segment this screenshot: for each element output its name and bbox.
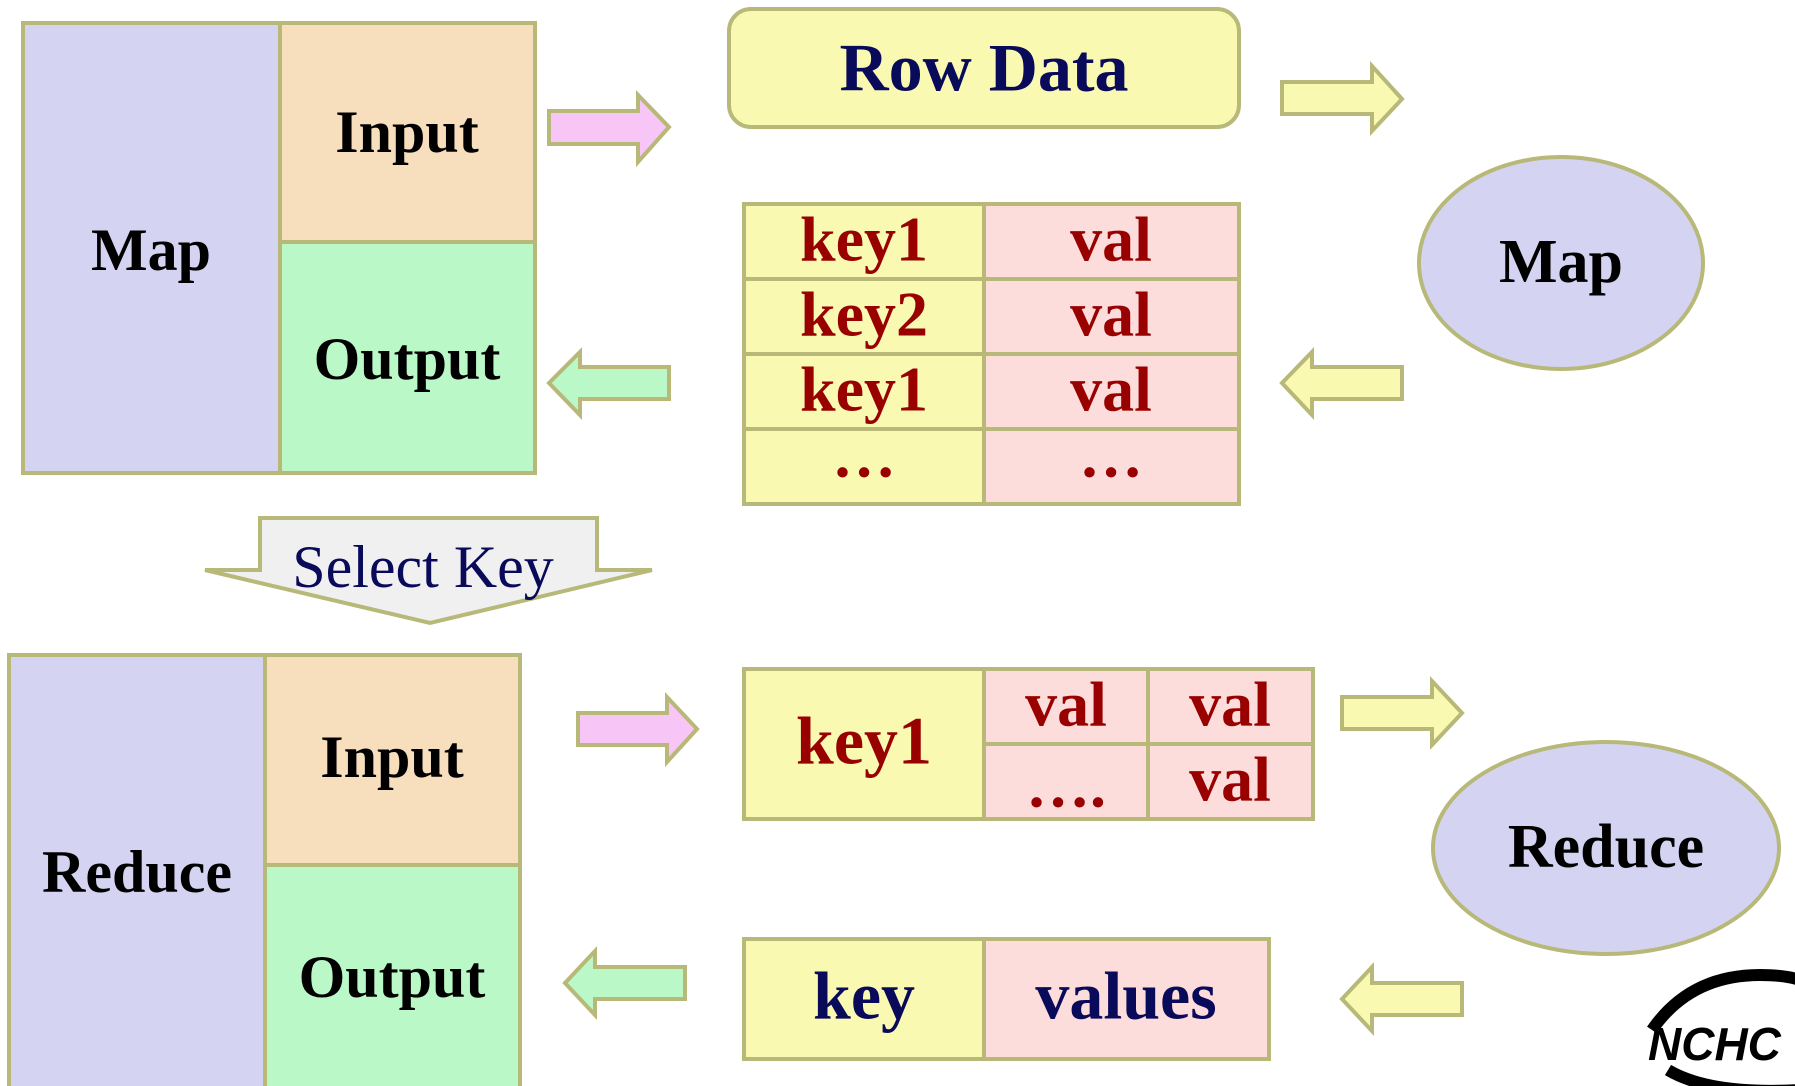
result-key-cell [742, 937, 986, 1061]
reduce-key-cell [742, 667, 986, 821]
map-block: Map Input Output [21, 21, 537, 475]
arrow-right-icon [1280, 60, 1405, 137]
arrow-left-icon [562, 945, 687, 1021]
table-val-text: val [1070, 204, 1152, 275]
map-block-label-panel [21, 21, 282, 475]
row-data-box: Row Data [727, 7, 1241, 129]
arrow-left-icon [1279, 347, 1404, 421]
logo-text: NCHC [1648, 1018, 1782, 1070]
reduce-block-label: Reduce [42, 839, 232, 905]
map-block-label: Map [91, 217, 211, 283]
result-values-text: values [1035, 958, 1216, 1034]
reduce-ellipse-shape [1431, 740, 1781, 956]
arrow-right-icon [547, 90, 672, 168]
arrow-right-icon [576, 691, 700, 768]
reduce-input-panel [263, 653, 522, 867]
table-val-text: val [1070, 279, 1152, 350]
reduce-ellipse: Reduce [1431, 740, 1781, 956]
map-input-panel [278, 21, 537, 244]
reduce-output-table: key values [742, 937, 1271, 1061]
table-val-text: … [1079, 420, 1143, 491]
reduce-input-table: key1 val val …. val [742, 667, 1315, 821]
result-key-text: key [813, 958, 915, 1034]
row-data-rect [727, 7, 1241, 129]
nchc-logo-icon: NCHC [1647, 968, 1795, 1086]
table-key-text: key1 [800, 204, 928, 275]
reduce-val-cell [1146, 742, 1315, 821]
reduce-val-cell [1146, 667, 1315, 746]
logo-arc-bottom [1664, 1064, 1795, 1086]
table-val-cell [982, 277, 1241, 356]
reduce-val-text: val [1189, 744, 1271, 815]
map-output-panel [278, 240, 537, 475]
table-key-cell [742, 427, 986, 506]
reduce-output-panel [263, 863, 522, 1086]
result-values-cell [982, 937, 1271, 1061]
arrow-right-icon [1340, 675, 1465, 751]
row-data-label: Row Data [840, 30, 1129, 106]
reduce-output-label: Output [299, 944, 486, 1010]
table-key-cell [742, 352, 986, 431]
table-key-cell [742, 277, 986, 356]
reduce-key-text: key1 [796, 703, 932, 779]
reduce-input-label: Input [320, 724, 463, 790]
reduce-ellipse-label: Reduce [1508, 813, 1704, 881]
select-key-arrow: Select Key [204, 516, 653, 626]
map-input-label: Input [335, 99, 478, 165]
reduce-block: Reduce Input Output [7, 653, 522, 1086]
table-key-cell [742, 202, 986, 281]
arrow-left-icon [546, 347, 671, 420]
map-output-label: Output [314, 326, 501, 392]
table-key-text: … [832, 420, 896, 491]
logo-arc-top [1647, 968, 1795, 1034]
reduce-val-text: val [1025, 669, 1107, 740]
reduce-val-text: val [1189, 669, 1271, 740]
table-key-text: key1 [800, 354, 928, 425]
map-ellipse-label: Map [1499, 228, 1623, 296]
reduce-val-text: …. [1026, 750, 1106, 821]
table-val-text: val [1070, 354, 1152, 425]
table-key-text: key2 [800, 279, 928, 350]
reduce-block-label-panel [7, 653, 267, 1086]
reduce-val-cell [982, 742, 1150, 821]
arrow-left-icon [1339, 961, 1464, 1037]
map-ellipse-shape [1417, 155, 1705, 371]
map-ellipse: Map [1417, 155, 1705, 371]
select-key-arrow-shape [204, 516, 653, 626]
reduce-val-cell [982, 667, 1150, 746]
select-key-label: Select Key [292, 534, 554, 600]
table-val-cell [982, 427, 1241, 506]
map-output-table: key1 val key2 val key1 val … … [742, 202, 1241, 506]
